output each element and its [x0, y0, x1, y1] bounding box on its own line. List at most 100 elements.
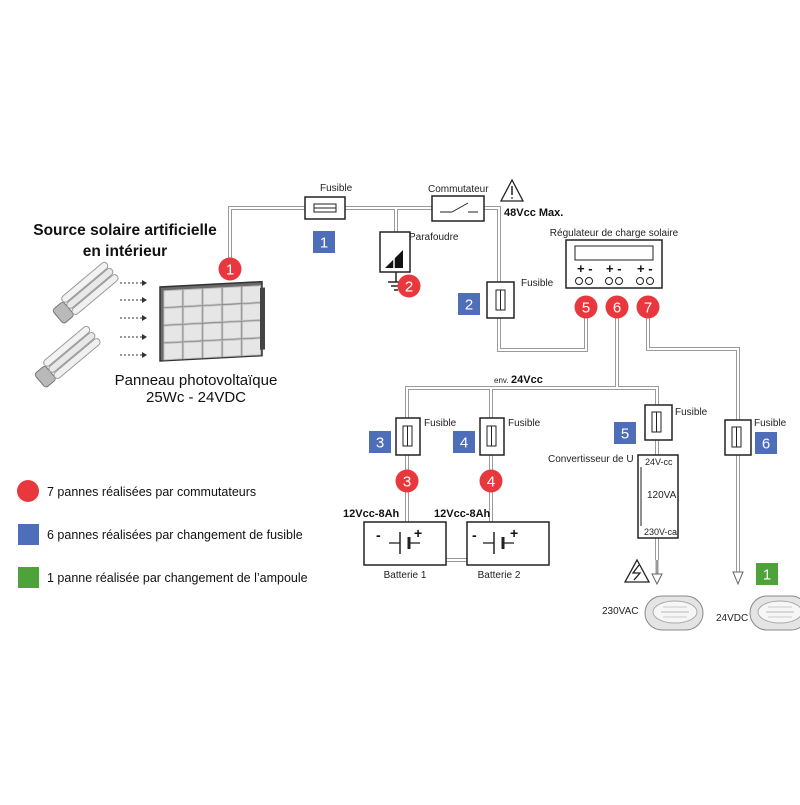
voltage-converter[interactable]: 24V-cc 120VA 230V-ca	[637, 454, 679, 539]
svg-text:2: 2	[465, 297, 473, 314]
svg-text:3: 3	[376, 435, 384, 452]
svg-text:+: +	[414, 525, 422, 541]
svg-text:7 pannes réalisées par commuta: 7 pannes réalisées par commutateurs	[47, 485, 256, 499]
battery-1: - +	[363, 521, 447, 566]
battery-2: - +	[466, 521, 550, 566]
svg-text:1: 1	[226, 262, 234, 279]
blue-marker-6[interactable]: 6	[755, 432, 777, 454]
panel-cell	[183, 305, 203, 325]
panel-cell	[241, 302, 262, 322]
svg-text:6: 6	[613, 300, 621, 317]
green-marker-1[interactable]: 1	[756, 563, 778, 585]
blue-marker-1[interactable]: 1	[313, 231, 335, 253]
svg-text:1 panne réalisée par changemen: 1 panne réalisée par changement de l’amp…	[47, 571, 308, 585]
fuse-1-label: Fusible	[320, 183, 353, 194]
svg-text:2: 2	[405, 279, 413, 296]
title-line-2: en intérieur	[83, 243, 167, 260]
panel-cell	[163, 306, 183, 326]
warning-icon	[499, 178, 525, 202]
panel-cell	[241, 285, 262, 304]
red-marker-6[interactable]: 6	[605, 295, 629, 319]
bus-voltage-prefix: env.	[494, 376, 509, 385]
svg-text:6: 6	[762, 436, 770, 453]
fuse-4[interactable]	[479, 417, 505, 456]
svg-text:5: 5	[582, 300, 590, 317]
fuse-2-label: Fusible	[521, 278, 554, 289]
battery-1-label: Batterie 1	[384, 570, 427, 581]
svg-text:1: 1	[763, 567, 771, 584]
svg-text:6 pannes réalisées par changem: 6 pannes réalisées par changement de fus…	[47, 528, 303, 542]
red-marker-4[interactable]: 4	[479, 469, 503, 493]
panel-cell	[183, 323, 203, 342]
svg-text:5: 5	[621, 426, 629, 443]
fuse-2[interactable]	[486, 281, 515, 319]
regulator-terminal-load: + -	[637, 261, 653, 276]
surge-arrester[interactable]	[379, 231, 411, 273]
bulb-icon-bottom	[34, 325, 101, 388]
converter-input: 24V-cc	[645, 457, 673, 467]
fuse-5[interactable]	[644, 404, 673, 441]
svg-text:3: 3	[403, 474, 411, 491]
battery-2-label: Batterie 2	[478, 570, 521, 581]
ac-output-arrow	[651, 560, 663, 586]
fuse-3[interactable]	[395, 417, 421, 456]
panel-cell	[222, 303, 242, 323]
high-voltage-warning-icon	[623, 558, 651, 583]
svg-text:4: 4	[460, 435, 468, 452]
legend-item-fuse-faults: 6 pannes réalisées par changement de fus…	[18, 524, 303, 545]
converter-output: 230V-ca	[644, 527, 677, 537]
panel-cell	[183, 341, 203, 360]
panel-cell	[163, 342, 183, 361]
red-marker-1[interactable]: 1	[218, 257, 242, 281]
svg-text:-: -	[376, 527, 381, 543]
panel-cell	[222, 286, 242, 305]
panel-cell	[202, 322, 222, 341]
surge-arrester-label: Parafoudre	[409, 232, 459, 243]
lamp-ac	[644, 595, 704, 631]
regulator-terminal-pv: + -	[577, 261, 593, 276]
panel-cell	[202, 304, 222, 324]
regulator-label: Régulateur de charge solaire	[550, 228, 679, 239]
blue-marker-2[interactable]: 2	[458, 293, 480, 315]
svg-text:7: 7	[644, 300, 652, 317]
light-rays	[120, 280, 147, 358]
svg-text:1: 1	[320, 235, 328, 252]
battery-2-spec: 12Vcc-8Ah	[434, 508, 491, 520]
red-marker-5[interactable]: 5	[574, 295, 598, 319]
wiring	[228, 206, 740, 572]
blue-marker-5[interactable]: 5	[614, 422, 636, 444]
lamp-ac-label: 230VAC	[602, 606, 639, 617]
fuse-1[interactable]	[304, 196, 346, 220]
legend-item-switch-faults: 7 pannes réalisées par commutateurs	[17, 480, 256, 502]
panel-cell	[183, 288, 203, 307]
blue-marker-4[interactable]: 4	[453, 431, 475, 453]
panel-cell	[222, 339, 242, 358]
fuse-6[interactable]	[724, 419, 752, 456]
svg-text:4: 4	[487, 474, 495, 491]
red-marker-7[interactable]: 7	[636, 295, 660, 319]
svg-text:-: -	[472, 527, 477, 543]
panel-cell	[222, 321, 242, 340]
main-switch[interactable]	[431, 195, 485, 222]
bulb-icon-top	[52, 261, 119, 324]
panel-cell	[241, 320, 262, 339]
charge-regulator[interactable]: + - + - + -	[565, 239, 663, 289]
fuse-6-label: Fusible	[754, 418, 787, 429]
converter-power: 120VA	[647, 490, 677, 501]
fuse-3-label: Fusible	[424, 418, 457, 429]
blue-marker-3[interactable]: 3	[369, 431, 391, 453]
battery-1-spec: 12Vcc-8Ah	[343, 508, 400, 520]
regulator-terminal-battery: + -	[606, 261, 622, 276]
red-marker-3[interactable]: 3	[395, 469, 419, 493]
panel-caption-1: Panneau photovoltaïque	[115, 372, 278, 389]
red-marker-2[interactable]: 2	[397, 274, 421, 298]
legend: 7 pannes réalisées par commutateurs 6 pa…	[17, 480, 308, 588]
solar-panel	[159, 280, 265, 362]
panel-cell	[202, 340, 222, 359]
svg-text:+: +	[510, 525, 518, 541]
fuse-4-label: Fusible	[508, 418, 541, 429]
fuse-5-label: Fusible	[675, 407, 708, 418]
lamp-dc	[749, 595, 800, 631]
dc-output-arrow	[732, 571, 744, 586]
panel-cell	[163, 324, 183, 343]
